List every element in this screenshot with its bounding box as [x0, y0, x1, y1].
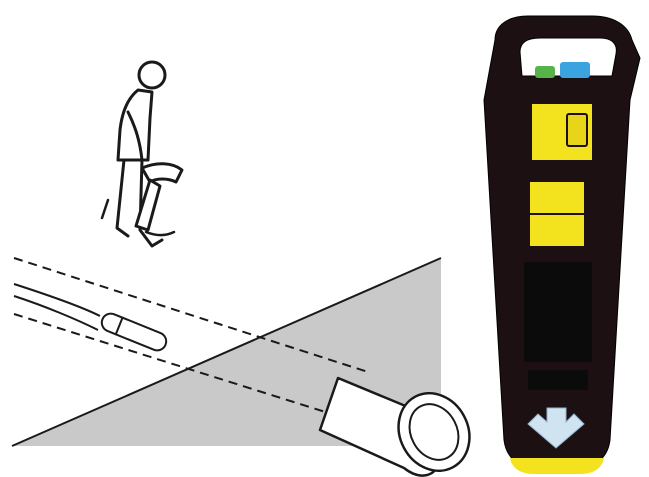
person-head: [139, 62, 165, 88]
display-window: [567, 114, 587, 146]
device-base-accent: [510, 458, 604, 474]
locator-handle: [142, 164, 182, 182]
person-with-locator-figure: [102, 62, 182, 246]
person-leg-back: [117, 160, 128, 236]
blue-button: [560, 62, 590, 78]
green-button: [535, 66, 555, 78]
buried-cable: [14, 284, 169, 353]
control-panel-lower: [528, 370, 588, 390]
control-panel: [524, 262, 592, 362]
cable-locator-device: [484, 16, 640, 474]
cable-sonde: [99, 311, 169, 353]
